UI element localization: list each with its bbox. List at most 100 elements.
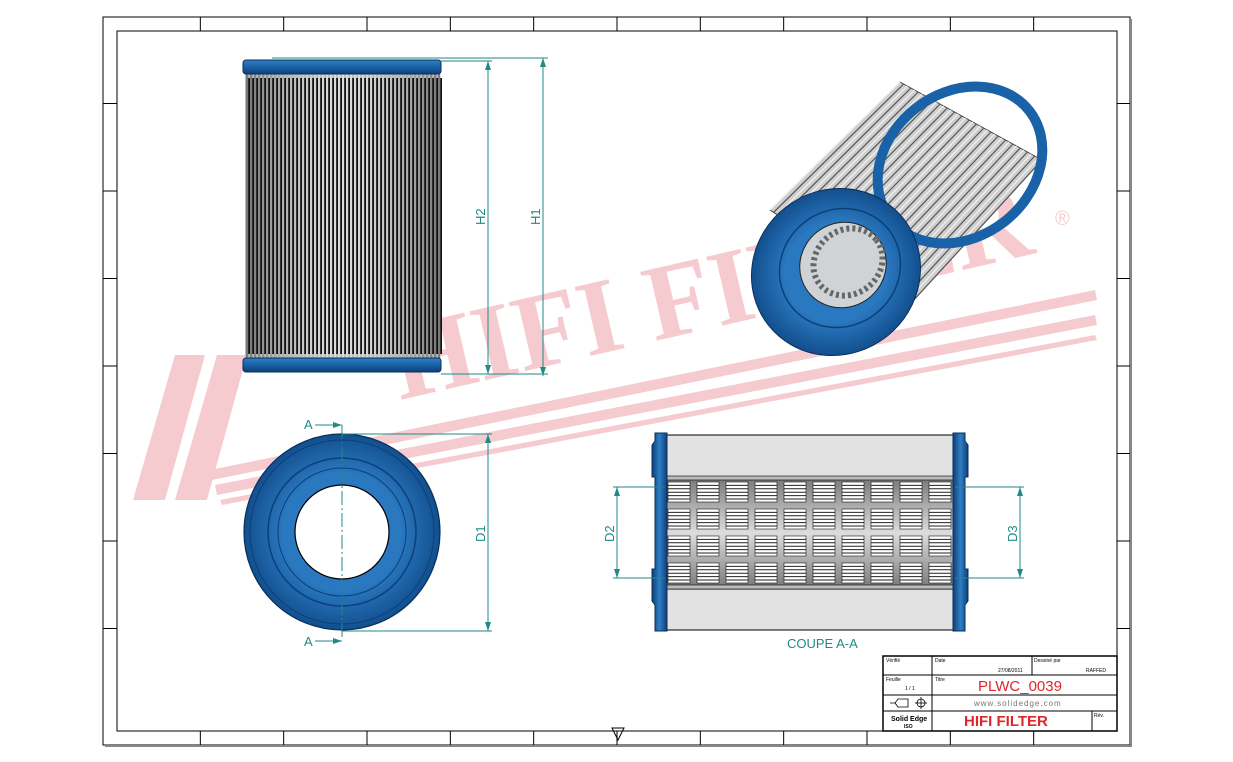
- pleat-shadow: [288, 78, 290, 354]
- end-view: A A D1: [243, 417, 492, 649]
- top-end-cap: [242, 59, 442, 75]
- projection-symbol: [611, 727, 625, 742]
- pleat: [258, 74, 261, 358]
- verified-label: Vérifié: [886, 658, 900, 664]
- pleat: [326, 74, 329, 358]
- pleat-shadow: [404, 78, 406, 354]
- pleat: [342, 74, 345, 358]
- dim-label-h1: H1: [528, 208, 543, 225]
- section-right-cap: [952, 432, 969, 632]
- pleat: [382, 74, 385, 358]
- pleat: [362, 74, 365, 358]
- bottom-end-cap: [242, 357, 442, 373]
- pleat: [262, 74, 265, 358]
- pleat-shadow: [264, 78, 266, 354]
- pleat-shadow: [440, 78, 442, 354]
- pleat: [354, 74, 357, 358]
- iso-pleat: [769, 81, 901, 211]
- pleat-shadow: [424, 78, 426, 354]
- pleat: [254, 74, 257, 358]
- pleat: [298, 74, 301, 358]
- pleat-shadow: [260, 78, 262, 354]
- pleat-shadow: [252, 78, 254, 354]
- pleat-shadow: [420, 78, 422, 354]
- pleat: [314, 74, 317, 358]
- pleat: [278, 74, 281, 358]
- pleat-shadow: [320, 78, 322, 354]
- pleat: [410, 74, 413, 358]
- pleat: [318, 74, 321, 358]
- pleat: [370, 74, 373, 358]
- pleat: [334, 74, 337, 358]
- section-mark-top: A: [304, 417, 313, 432]
- pleat-shadow: [292, 78, 294, 354]
- pleat-shadow: [316, 78, 318, 354]
- isometric-view: [750, 81, 1048, 357]
- pleat-shadow: [396, 78, 398, 354]
- pleat-shadow: [336, 78, 338, 354]
- pleat: [434, 74, 437, 358]
- iso-pleat: [776, 85, 908, 216]
- pleat: [350, 74, 353, 358]
- section-caption: COUPE A-A: [787, 636, 858, 651]
- drawn-by-label: Dessiné par: [1034, 658, 1061, 664]
- pleat-shadow: [360, 78, 362, 354]
- pleat-shadow: [272, 78, 274, 354]
- dim-label-h2: H2: [473, 208, 488, 225]
- pleat: [430, 74, 433, 358]
- pleat-shadow: [348, 78, 350, 354]
- pleat-shadow: [280, 78, 282, 354]
- pleat-shadow: [268, 78, 270, 354]
- pleat-shadow: [304, 78, 306, 354]
- pleat-shadow: [256, 78, 258, 354]
- pleat: [422, 74, 425, 358]
- iso-pleat: [904, 155, 1036, 298]
- dim-label-d2: D2: [602, 525, 617, 542]
- software-name: Solid Edge: [891, 716, 927, 723]
- software-standard: ISO: [904, 724, 913, 730]
- iso-pleat: [773, 83, 905, 213]
- projection-icon: [890, 697, 927, 709]
- pleat-shadow: [416, 78, 418, 354]
- pleat: [246, 74, 249, 358]
- section-left-cap: [651, 432, 668, 632]
- pleat-shadow: [400, 78, 402, 354]
- pleat: [310, 74, 313, 358]
- pleat: [438, 74, 441, 358]
- pleat: [338, 74, 341, 358]
- pleat: [306, 74, 309, 358]
- pleat-shadow: [328, 78, 330, 354]
- date-value: 27/08/2011: [998, 668, 1023, 674]
- pleat: [302, 74, 305, 358]
- sheet-value: 1 / 1: [905, 686, 915, 692]
- pleat: [402, 74, 405, 358]
- pleat-shadow: [412, 78, 414, 354]
- revision-label: Rév.: [1094, 713, 1104, 719]
- pleat-shadow: [248, 78, 250, 354]
- pleat: [358, 74, 361, 358]
- pleat-shadow: [384, 78, 386, 354]
- dim-label-d3: D3: [1005, 525, 1020, 542]
- pleat: [406, 74, 409, 358]
- title-label: Titre: [935, 677, 945, 683]
- pleat-shadow: [376, 78, 378, 354]
- pleat-shadow: [352, 78, 354, 354]
- dim-label-d1: D1: [473, 525, 488, 542]
- drawn-by-value: RAFFED: [1086, 668, 1106, 674]
- pleat: [294, 74, 297, 358]
- pleat: [346, 74, 349, 358]
- pleat: [366, 74, 369, 358]
- section-view: D2 D3 COUPE A-A: [602, 432, 1024, 651]
- sheet-label: Feuille: [886, 677, 901, 683]
- pleat: [394, 74, 397, 358]
- pleat: [286, 74, 289, 358]
- registered-mark: ®: [1055, 208, 1070, 230]
- pleat: [390, 74, 393, 358]
- website-text: www.solidedge.com: [973, 699, 1062, 708]
- pleat-shadow: [324, 78, 326, 354]
- pleat-shadow: [308, 78, 310, 354]
- drawing-title: PLWC_0039: [978, 678, 1062, 695]
- pleat-shadow: [300, 78, 302, 354]
- section-mark-bottom: A: [304, 634, 313, 649]
- pleat: [378, 74, 381, 358]
